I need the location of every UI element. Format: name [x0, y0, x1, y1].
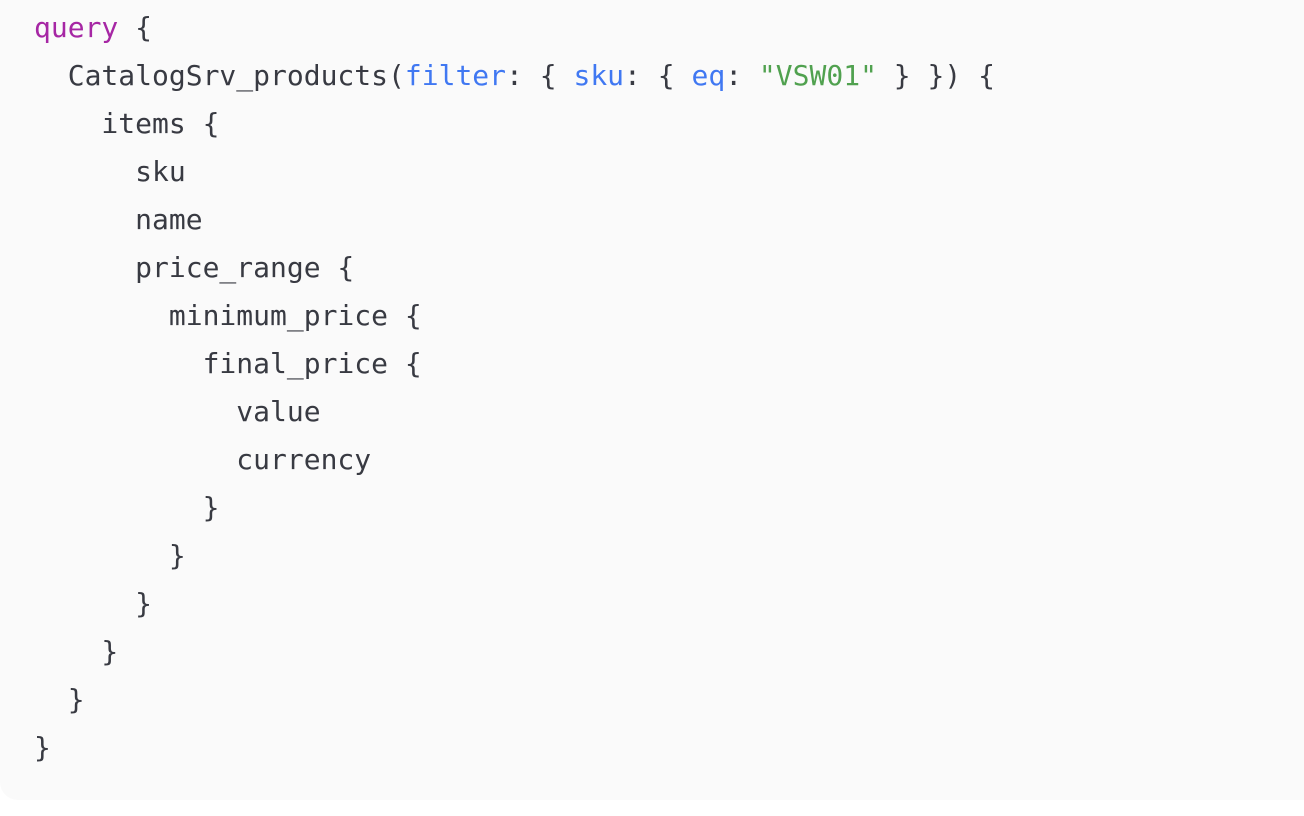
- code-token-default: final_price {: [34, 347, 422, 380]
- code-token-attribute: eq: [691, 59, 726, 92]
- code-token-default: minimum_price {: [34, 299, 422, 332]
- code-token-default: value: [34, 395, 321, 428]
- code-token-default: :: [725, 59, 759, 92]
- code-token-attribute: sku: [573, 59, 625, 92]
- code-line: sku: [34, 148, 1304, 196]
- code-token-default: CatalogSrv_products(: [34, 59, 405, 92]
- code-token-default: : {: [624, 59, 692, 92]
- code-token-default: name: [34, 203, 203, 236]
- code-line: }: [34, 580, 1304, 628]
- code-token-default: }: [34, 539, 186, 572]
- code-token-default: {: [118, 11, 153, 44]
- code-token-default: } }) {: [876, 59, 995, 92]
- code-token-default: }: [34, 683, 85, 716]
- code-token-default: }: [34, 587, 153, 620]
- code-token-default: price_range {: [34, 251, 355, 284]
- code-line: final_price {: [34, 340, 1304, 388]
- code-token-default: : {: [506, 59, 574, 92]
- code-token-default: items {: [34, 107, 220, 140]
- code-token-keyword: query: [34, 11, 119, 44]
- code-token-attribute: filter: [404, 59, 507, 92]
- code-token-default: }: [34, 731, 51, 764]
- code-line: query {: [34, 4, 1304, 52]
- code-line: minimum_price {: [34, 292, 1304, 340]
- code-line: price_range {: [34, 244, 1304, 292]
- code-token-default: sku: [34, 155, 186, 188]
- code-line: value: [34, 388, 1304, 436]
- code-line: CatalogSrv_products(filter: { sku: { eq:…: [34, 52, 1304, 100]
- code-line: }: [34, 724, 1304, 772]
- code-line: }: [34, 532, 1304, 580]
- code-line: }: [34, 676, 1304, 724]
- code-line: }: [34, 628, 1304, 676]
- code-line: items {: [34, 100, 1304, 148]
- code-token-default: }: [34, 491, 220, 524]
- code-token-string: "VSW01": [758, 59, 877, 92]
- code-token-default: currency: [34, 443, 372, 476]
- code-line: name: [34, 196, 1304, 244]
- code-token-default: }: [34, 635, 119, 668]
- code-line: currency: [34, 436, 1304, 484]
- code-line: }: [34, 484, 1304, 532]
